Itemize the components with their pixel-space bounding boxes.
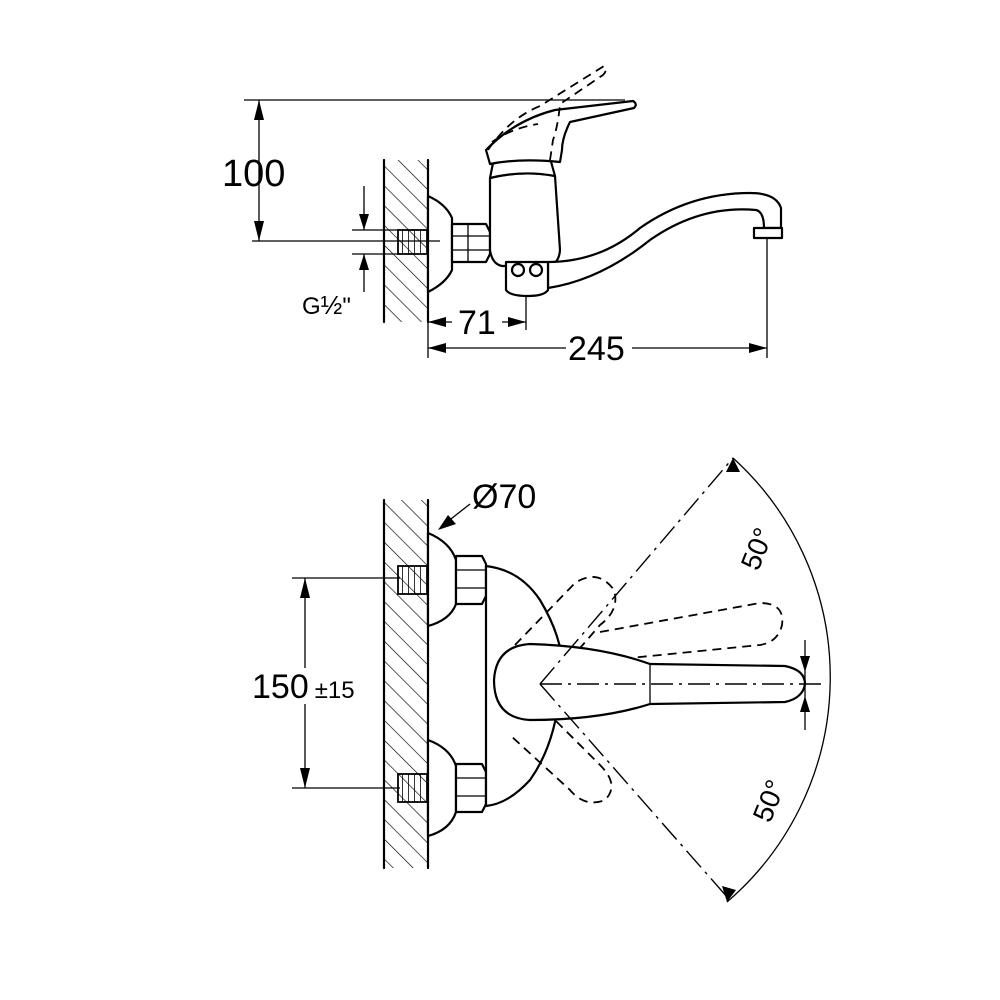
thread-g-label: G½"	[302, 290, 351, 320]
spacing-label: 150±15	[252, 668, 355, 706]
hex-nut-side	[450, 222, 492, 264]
lever-handle-side	[484, 99, 637, 166]
angle-up-label: 50°	[735, 523, 780, 574]
dim-71-label: 71	[458, 304, 496, 342]
flange-side	[426, 194, 454, 294]
dim-100-label: 100	[222, 153, 285, 195]
lever-handle-raised	[487, 64, 607, 161]
swing-axis-up	[539, 457, 734, 685]
swing-axis-down	[539, 683, 729, 899]
thread-pipe-side	[397, 229, 429, 255]
flange-top-lower	[426, 738, 458, 838]
side-view: 100 G½" 71 245	[222, 64, 784, 368]
angle-down-label: 50°	[747, 775, 792, 826]
top-view: 50° 50° Ø70 150±15	[252, 457, 831, 903]
swing-arc	[726, 457, 831, 903]
flange-top-upper	[426, 531, 458, 628]
dim-245-label: 245	[568, 330, 625, 368]
diameter-label: Ø70	[472, 478, 536, 516]
mixer-body-side	[488, 172, 562, 268]
lever-dashed-up	[514, 576, 617, 701]
wall-top	[384, 500, 428, 868]
